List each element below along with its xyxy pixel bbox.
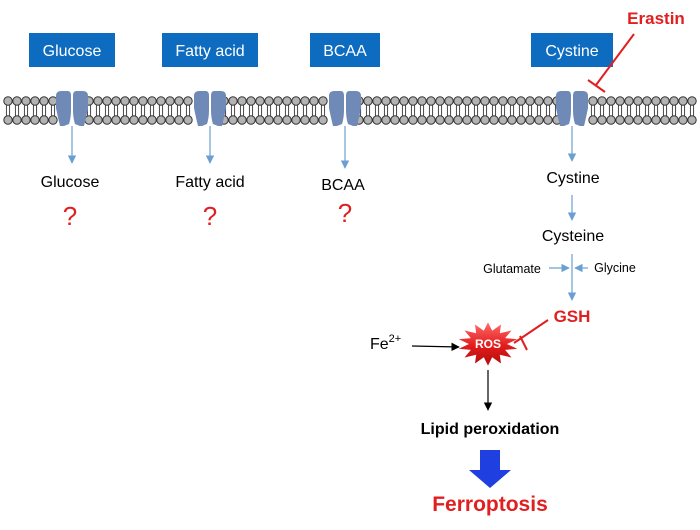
fatty-acid-box: Fatty acid <box>162 33 258 67</box>
cystine-channel-icon <box>556 91 588 126</box>
bcaa-box-label: BCAA <box>323 43 367 60</box>
glutamate-label: Glutamate <box>483 262 541 276</box>
erastin-label: Erastin <box>627 9 685 28</box>
fatty-acid-unknown-marker: ? <box>203 201 217 231</box>
bcaa-unknown-marker: ? <box>338 198 352 228</box>
cysteine-label: Cysteine <box>542 228 604 245</box>
cystine-box-label: Cystine <box>545 43 598 60</box>
glucose-unknown-marker: ? <box>63 201 77 231</box>
ros-label: ROS <box>475 337 501 351</box>
bcaa-box: BCAA <box>310 33 380 67</box>
fatty-acid-channel-icon <box>194 91 226 126</box>
fe-ion-label: Fe2+ <box>370 333 401 353</box>
lipid-peroxidation-label: Lipid peroxidation <box>421 421 560 438</box>
glucose-box-label: Glucose <box>43 43 102 60</box>
bcaa-inside-label: BCAA <box>321 177 365 194</box>
glycine-label: Glycine <box>594 261 636 275</box>
glucose-inside-label: Glucose <box>41 174 100 191</box>
transporter-channels <box>56 91 588 126</box>
gsh-inhibition-icon <box>513 319 549 351</box>
erastin-inhibition-icon <box>587 33 635 93</box>
bcaa-channel-icon <box>329 91 361 126</box>
gsh-label: GSH <box>554 307 591 326</box>
fatty-acid-box-label: Fatty acid <box>175 43 244 60</box>
cystine-inside-label: Cystine <box>546 170 599 187</box>
ros-burst-icon <box>458 322 518 366</box>
fatty-acid-inside-label: Fatty acid <box>175 174 244 191</box>
fe-to-ros-arrow <box>411 342 460 352</box>
ferroptosis-label: Ferroptosis <box>432 493 548 516</box>
glucose-channel-icon <box>56 91 88 126</box>
cystine-box: Cystine <box>531 33 613 67</box>
uptake-arrows <box>67 126 588 301</box>
glucose-box: Glucose <box>29 33 115 67</box>
down-arrow-icon <box>469 450 511 488</box>
